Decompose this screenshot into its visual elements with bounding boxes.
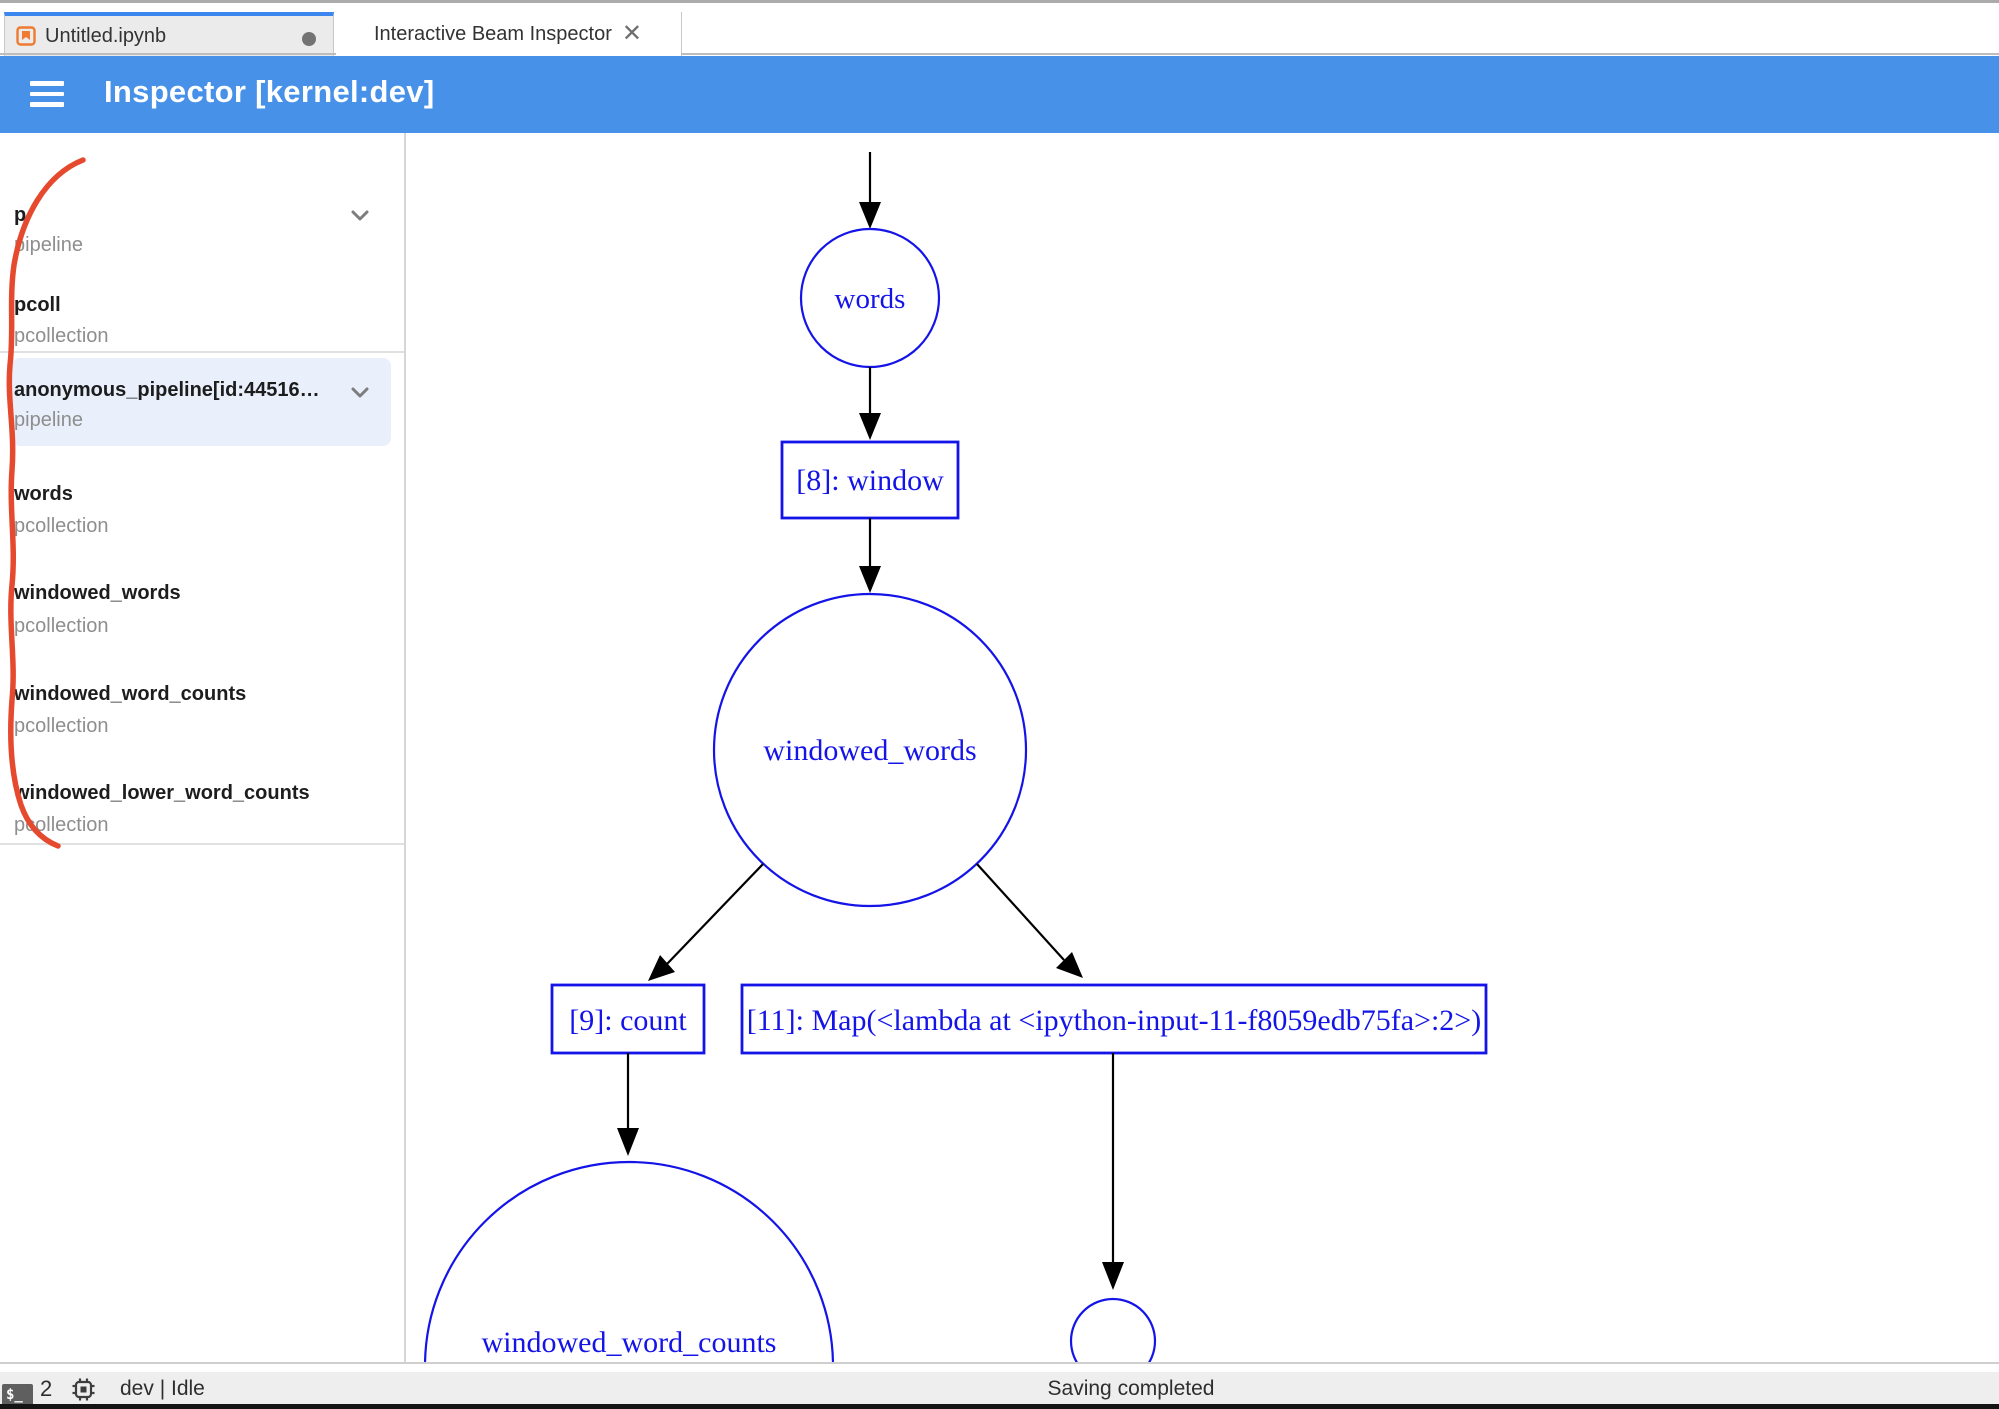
- menu-icon[interactable]: [30, 81, 64, 107]
- svg-text:words: words: [835, 283, 906, 315]
- kernel-status[interactable]: dev | Idle: [120, 1377, 205, 1400]
- graph-node-windowed-words: windowed_words: [712, 592, 1028, 908]
- inspector-app-bar: Inspector [kernel:dev]: [0, 56, 1999, 133]
- graph-node-map: [11]: Map(<lambda at <ipython-input-11-f…: [740, 983, 1488, 1055]
- graph-node-unnamed-output: [1069, 1297, 1157, 1362]
- item-type: pcollection: [14, 515, 109, 537]
- graph-node-window: [8]: window: [780, 440, 960, 520]
- edge-input-words: [859, 152, 881, 229]
- close-icon[interactable]: ✕: [621, 20, 642, 47]
- item-name: words: [14, 483, 73, 505]
- item-type: pipeline: [14, 409, 83, 431]
- notebook-icon: [16, 26, 36, 46]
- item-type: pipeline: [14, 234, 83, 256]
- pipeline-sidebar: p pipeline pcoll pcollection anonymous_p…: [0, 133, 406, 1362]
- tab-label: Untitled.ipynb: [45, 24, 167, 47]
- tab-bar-border: [0, 53, 1999, 55]
- item-name: windowed_lower_word_counts: [14, 782, 310, 804]
- status-bar: [0, 1372, 1999, 1405]
- tab-label: Interactive Beam Inspector: [374, 22, 612, 45]
- item-name: windowed_word_counts: [14, 683, 247, 705]
- svg-text:[8]: window: [8]: window: [796, 464, 944, 497]
- kernel-chip-icon[interactable]: [70, 1376, 97, 1403]
- window-bottom-edge: [0, 1404, 1999, 1409]
- divider: [0, 843, 404, 845]
- item-type: pcollection: [14, 325, 109, 347]
- edge-windowed-words-count: [648, 863, 764, 981]
- terminal-count[interactable]: 2: [40, 1376, 53, 1401]
- tab-untitled-notebook[interactable]: Untitled.ipynb: [4, 12, 334, 56]
- svg-text:[11]: Map(<lambda at <ipython-: [11]: Map(<lambda at <ipython-input-11-f…: [747, 1004, 1481, 1037]
- graph-node-words: words: [799, 227, 941, 369]
- edge-window-windowed-words: [859, 518, 881, 593]
- content-bottom-border: [0, 1362, 1999, 1364]
- item-name: pcoll: [14, 294, 61, 316]
- chevron-down-icon[interactable]: [346, 201, 374, 229]
- svg-text:[9]: count: [9]: count: [569, 1004, 687, 1037]
- window-top-border: [0, 0, 1999, 3]
- edge-words-window: [859, 367, 881, 440]
- status-message: Saving completed: [1047, 1377, 1215, 1400]
- item-type: pcollection: [14, 814, 109, 836]
- pipeline-graph: words [8]: window windowed_words [9]: co…: [423, 152, 1488, 1362]
- graph-node-count: [9]: count: [550, 983, 706, 1055]
- svg-text:windowed_word_counts: windowed_word_counts: [482, 1326, 777, 1359]
- edge-count-windowed-word-counts: [617, 1053, 639, 1156]
- item-type: pcollection: [14, 615, 109, 637]
- graph-node-windowed-word-counts: windowed_word_counts: [423, 1160, 835, 1362]
- item-type: pcollection: [14, 715, 109, 737]
- tab-bar: Untitled.ipynb Interactive Beam Inspecto…: [0, 3, 1999, 56]
- tab-beam-inspector[interactable]: Interactive Beam Inspector ✕: [335, 12, 682, 56]
- item-name: anonymous_pipeline[id:44516…: [14, 379, 320, 401]
- item-name: windowed_words: [14, 582, 181, 604]
- unsaved-changes-dot[interactable]: [302, 32, 316, 46]
- edge-map-output: [1102, 1053, 1124, 1290]
- divider: [0, 351, 404, 353]
- item-name: p: [14, 204, 27, 226]
- edge-windowed-words-map: [976, 863, 1083, 978]
- chevron-down-icon[interactable]: [346, 378, 374, 406]
- svg-text:windowed_words: windowed_words: [763, 734, 976, 767]
- page-title: Inspector [kernel:dev]: [104, 74, 435, 109]
